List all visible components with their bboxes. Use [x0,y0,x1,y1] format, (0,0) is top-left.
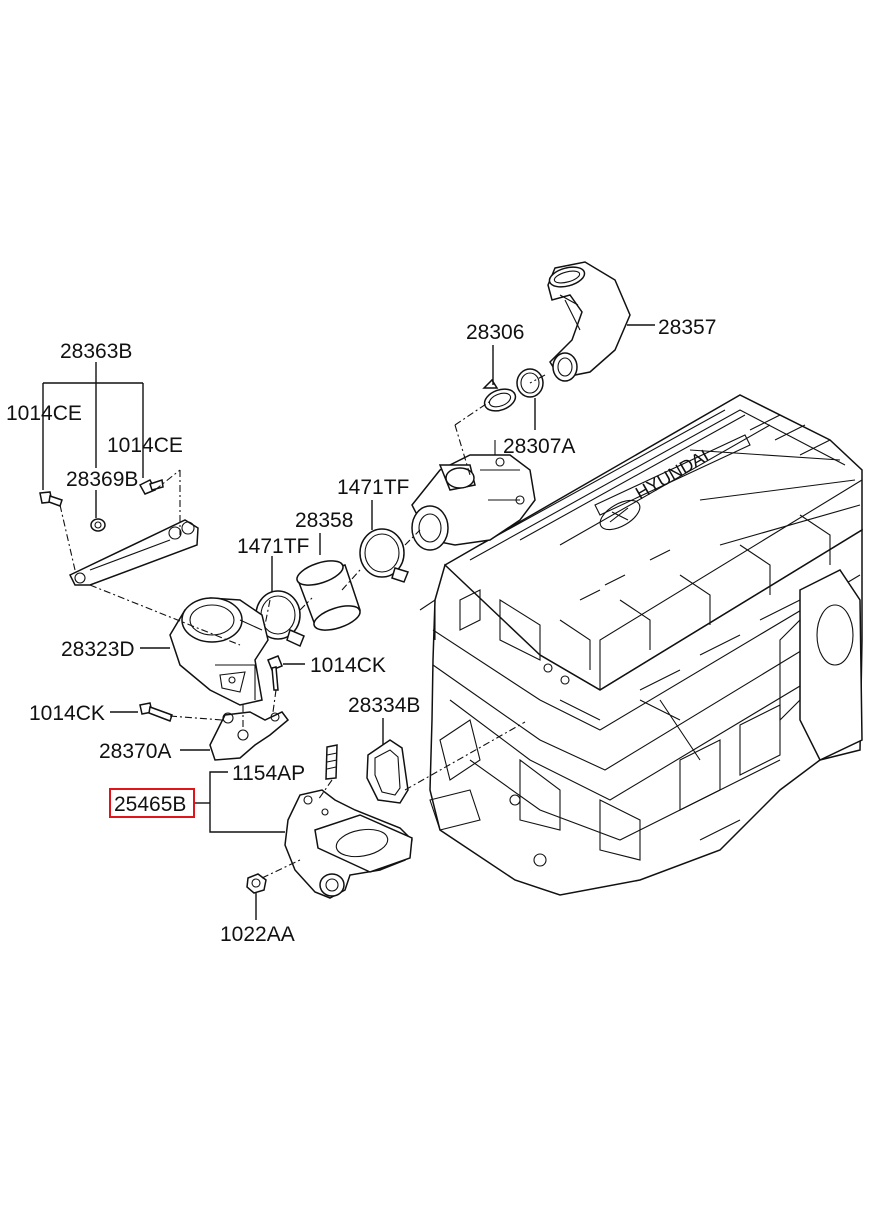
label-1154ap: 1154AP [232,762,305,785]
label-1022aa: 1022AA [220,923,295,946]
part-labels: 28363B 1014CE 1014CE 28369B 28306 28357 … [6,316,716,946]
engine-block: HYUNDAI [419,394,863,896]
label-28370a: 28370A [99,740,171,763]
label-28357: 28357 [658,316,716,339]
stud-1154ap [325,744,338,780]
hose-28358 [296,560,361,631]
clamp-1471tf-left [255,590,305,648]
highlight-box [109,788,195,818]
label-1014ce-right: 1014CE [107,434,183,457]
gasket-28334b [366,739,409,804]
turbocharger [411,440,536,551]
connector-25465b [284,789,413,899]
label-1471tf-right: 1471TF [337,476,409,499]
intake-hose [547,261,631,382]
clamp-1471tf-right [359,528,409,583]
bolt-1014ck-lower [139,702,173,722]
nut-1022aa [246,873,267,894]
label-28334b: 28334B [348,694,420,717]
nut-28369b [90,518,106,532]
label-28306: 28306 [466,321,524,344]
label-1471tf-left: 1471TF [237,535,309,558]
bolt-1014ck-upper [267,655,283,691]
label-28358: 28358 [295,509,353,532]
label-1014ck-upper: 1014CK [310,654,386,677]
label-1014ck-lower: 1014CK [29,702,105,725]
flange-28323d [169,597,269,706]
label-28323d: 28323D [61,638,135,661]
leader-lines [42,324,655,920]
label-28363b: 28363B [60,340,132,363]
label-25465b: 25465B [114,793,186,816]
label-1014ce-left: 1014CE [6,402,82,425]
bracket-28363b [68,519,199,586]
bracket-28370a [209,711,290,761]
label-28369b: 28369B [66,468,138,491]
bolt-1014ce-left [39,491,63,507]
label-28307a: 28307A [503,435,575,458]
clamp-28306 [482,378,517,412]
